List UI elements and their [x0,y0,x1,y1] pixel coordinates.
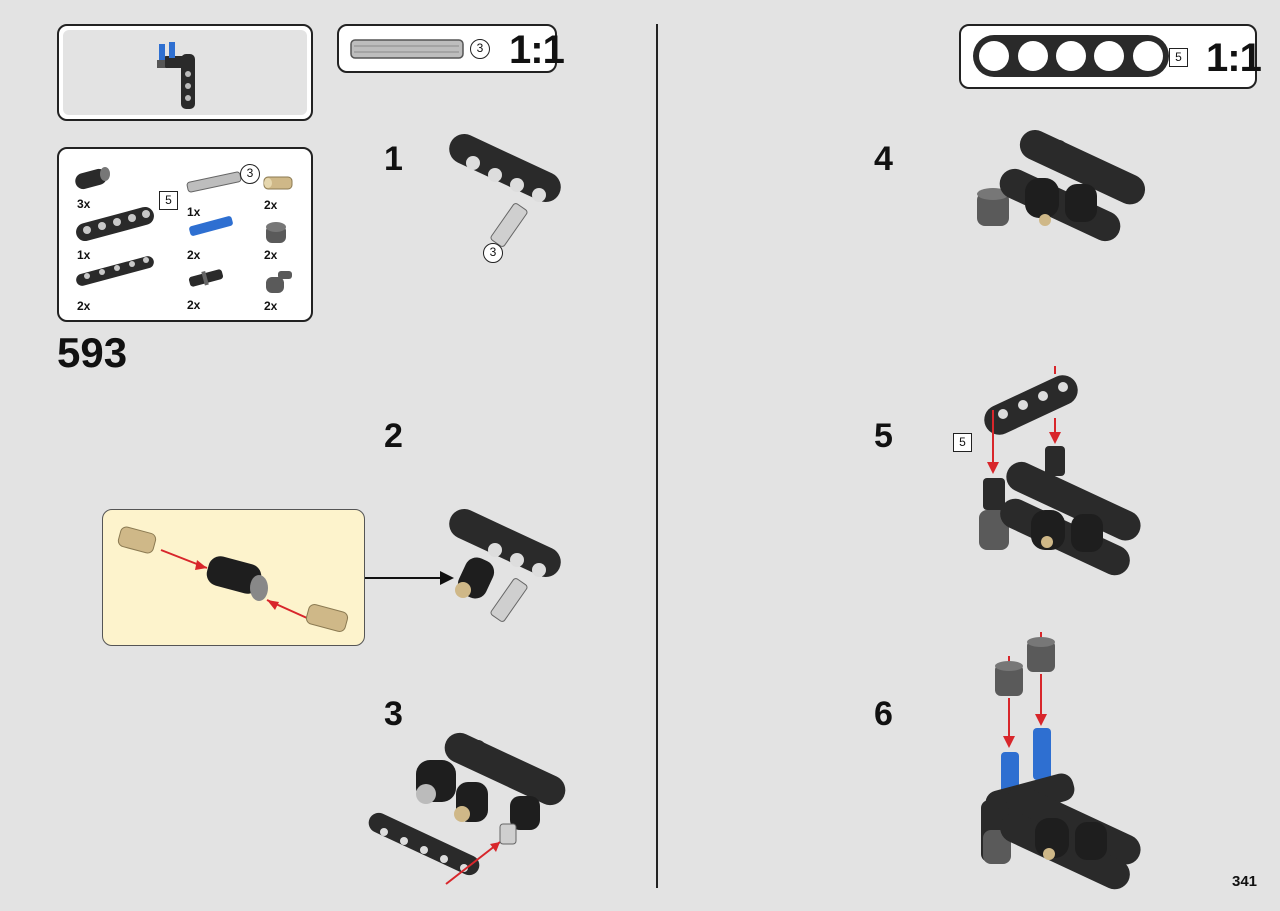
axle-length-callout: 3 [240,164,260,184]
step-sequence-number: 593 [57,329,128,376]
callout-pointer-arrowhead [440,571,454,585]
step-label: 4 [874,140,893,178]
step-label: 3 [384,695,403,733]
step-6-model [981,632,1141,890]
submodel-preview-image [157,42,195,109]
dark-grey-bush-image [266,222,286,243]
parts-list-box: 3x 5 1x 2x 3 1x 2x 2x 2x 2x 2x [57,147,313,322]
callout-assembly-image [117,526,349,632]
tan-pin-image [263,176,293,190]
beam-length-callout: 5 [1169,48,1188,67]
step-label: 1 [384,140,403,178]
dark-grey-connector-image [266,271,292,293]
step-label: 2 [384,417,403,455]
part-qty: 1x [77,248,91,262]
thin-black-beam-image [76,256,154,286]
page-number: 341 [1232,873,1258,890]
black-pin-connector-image [75,167,110,190]
part-qty: 2x [187,248,201,262]
step-2-model [449,508,561,622]
step-label: 6 [874,695,893,733]
part-qty: 2x [264,299,278,313]
axle-length-callout: 3 [470,39,490,59]
part-qty: 2x [77,299,91,313]
beam-scale-image [973,35,1169,77]
part-qty: 3x [77,197,91,211]
beam-length-callout: 5 [953,433,972,452]
scale-box-right: 5 1:1 [959,24,1262,89]
step-3-model [368,732,566,885]
black-beam-image [76,206,154,242]
part-qty: 1x [187,205,201,219]
step-4-model [977,130,1146,242]
black-friction-pin-image [188,269,224,287]
blue-axle-pin-image [189,216,233,236]
grey-axle-image [186,171,242,193]
scale-label: 1:1 [1206,36,1262,80]
part-qty: 2x [264,198,278,212]
scale-box-left: 3 1:1 [337,24,565,73]
submodel-preview-box [57,24,313,121]
beam-length-callout: 5 [159,191,178,210]
grey-axle-scale-image [350,39,464,59]
page-divider [656,24,658,888]
scale-label: 1:1 [509,28,565,72]
callout-pointer-line [365,577,445,579]
part-qty: 2x [187,298,201,312]
axle-length-callout: 3 [483,243,503,263]
step-5-model [979,366,1141,576]
step-label: 5 [874,417,893,455]
sub-assembly-callout [102,509,365,646]
step-1-model [449,133,561,247]
part-qty: 2x [264,248,278,262]
